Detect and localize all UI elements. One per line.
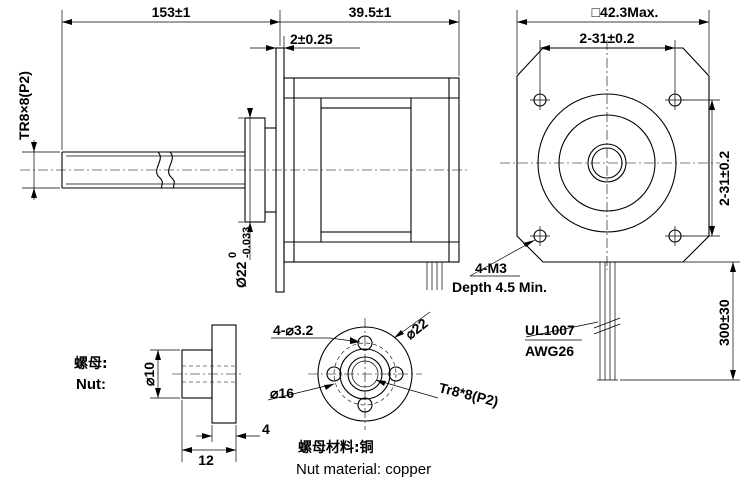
dim-square-size: □42.3Max. [592, 4, 659, 20]
nut-holes: 4-⌀3.2 [273, 322, 314, 338]
nut-pcd: ⌀16 [270, 385, 294, 401]
nut-label-cn: 螺母: [74, 355, 108, 372]
wire-type: UL1007 [525, 322, 575, 338]
nut-flange-diameter: ⌀22 [402, 315, 431, 343]
wire-gauge: AWG26 [525, 343, 574, 359]
dim-mount-holes: 4-M3 [475, 260, 507, 276]
dim-thread-spec: TR8×8(P2) [16, 71, 32, 140]
dim-lead-length: 300±30 [716, 299, 732, 346]
front-view-dimensions: □42.3Max. 2-31±0.2 2-31±0.2 4-M3 Depth 4… [452, 4, 740, 381]
nut-label-en: Nut: [76, 376, 106, 393]
nut-flange: 4 [262, 421, 270, 437]
dim-hole-spacing-v: 2-31±0.2 [716, 151, 732, 206]
dim-shaft-length: 153±1 [152, 4, 191, 20]
nut-front-view: 4-⌀3.2 ⌀22 ⌀16 Tr8*8(P2) [267, 311, 500, 430]
dim-body-length: 39.5±1 [349, 4, 392, 20]
nut-material-en: Nut material: copper [296, 461, 431, 478]
side-view [20, 47, 470, 293]
dim-boss-tol-upper: 0 [227, 252, 239, 258]
side-view-dimensions: 153±1 39.5±1 2±0.25 TR8×8(P2) Ø22 0 -0.0… [16, 4, 460, 288]
dim-hole-spacing-h: 2-31±0.2 [579, 30, 634, 46]
nut-thread: Tr8*8(P2) [437, 379, 500, 409]
dim-boss-tol-lower: -0.033 [241, 227, 253, 258]
nut-material-cn: 螺母材料:铜 [298, 439, 374, 456]
nut-side-view: ⌀10 12 4 [141, 324, 270, 468]
front-view [500, 40, 720, 381]
dim-flange-thickness: 2±0.25 [290, 31, 333, 47]
nut-diameter: ⌀10 [141, 362, 157, 386]
dim-mount-depth: Depth 4.5 Min. [452, 279, 547, 295]
dim-boss-diameter: Ø22 [233, 261, 249, 288]
nut-length: 12 [198, 452, 214, 468]
